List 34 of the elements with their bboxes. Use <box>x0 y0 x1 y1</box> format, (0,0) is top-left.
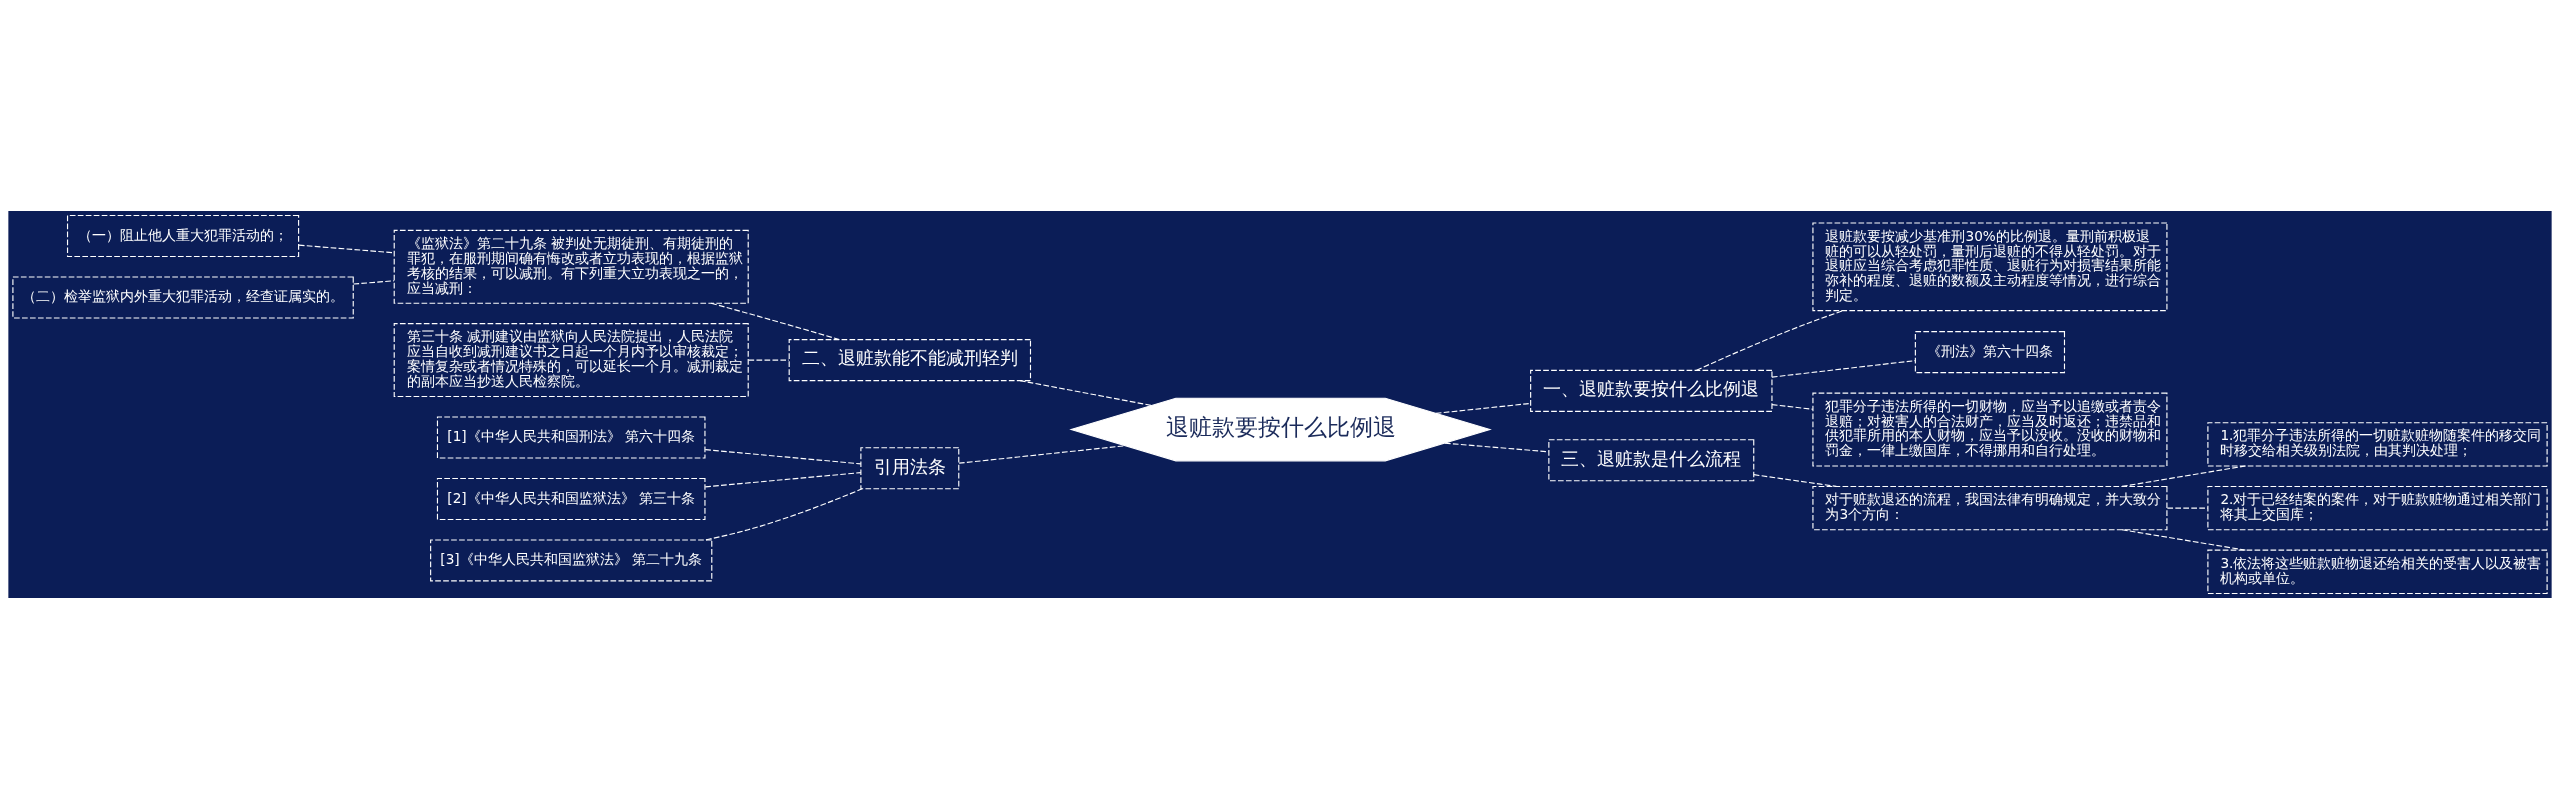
node-box: 1.犯罪分子违法所得的一切赃款赃物随案件的移交同时移交给相关级别法院，由其判决处理； <box>2207 421 2548 467</box>
connector <box>1444 442 1550 452</box>
connector <box>2166 507 2209 509</box>
connector <box>2121 464 2246 487</box>
node-box: （二）检举监狱内外重大犯罪活动，经查证属实的。 <box>12 275 354 319</box>
node-box: （一）阻止他人重大犯罪活动的； <box>66 214 300 257</box>
node-box: 3.依法将这些赃款赃物退还给相关的受害人以及被害机构或单位。 <box>2207 549 2548 594</box>
connector <box>958 444 1126 464</box>
node-box: [1]《中华人民共和国刑法》 第六十四条 <box>436 415 706 459</box>
node-box: 《监狱法》第二十九条 被判处无期徒刑、有期徒刑的罪犯，在服刑期间确有悔改或者立功表现的，根据监狱考核的结果，可以减刑。有下列重大立功表现之一的，应当减刑： <box>393 229 749 304</box>
connector <box>747 359 790 361</box>
connector <box>1771 403 1814 410</box>
connector <box>1771 359 1916 378</box>
connector <box>298 244 395 253</box>
node-box: 退赃款要按减少基准刑30%的比例退。量刑前积极退赃的可以从轻处罚，量刑后退赃的不得从轻处罚。对于退赃应当综合考虑犯罪性质、退赃行为对损害结果所能弥补的程度、退赃的数额及主动程度等情况，进行综合判定。 <box>1812 221 2168 311</box>
node-box: 对于赃款退还的流程，我国法律有明确规定，并大致分为3个方向： <box>1812 485 2168 530</box>
node-box: 一、退赃款要按什么比例退 <box>1530 369 1773 412</box>
node-box: 三、退赃款是什么流程 <box>1548 438 1755 481</box>
node-box: [2]《中华人民共和国监狱法》 第三十条 <box>436 477 706 520</box>
connector <box>705 487 863 540</box>
connector <box>710 302 840 340</box>
node-box: 2.对于已经结案的案件，对于赃款赃物通过相关部门将其上交国库； <box>2207 485 2548 530</box>
connector <box>704 448 862 464</box>
connector <box>1435 402 1531 414</box>
connector <box>704 471 862 487</box>
node-box: 引用法条 <box>860 446 960 489</box>
node-box: 第三十条 减刑建议由监狱向人民法院提出，人民法院应当自收到减刑建议书之日起一个月内予以审核裁定；案情复杂或者情况特殊的，可以延长一个月。减刑裁定的副本应当抄送人民检察院。 <box>393 322 749 397</box>
node-box: 《刑法》第六十四条 <box>1914 330 2066 373</box>
connector <box>352 279 395 285</box>
connector <box>1753 473 1837 487</box>
node-box: 二、退赃款能不能减刑轻判 <box>788 338 1032 381</box>
node-box: 犯罪分子违法所得的一切财物，应当予以追缴或者责令退赔；对被害人的合法财产，应当及时返还；违禁品和供犯罪所用的本人财物，应当予以没收。没收的财物和罚金，一律上缴国库，不得挪用和自行处理。 <box>1812 392 2168 467</box>
node-box: [3]《中华人民共和国监狱法》 第二十九条 <box>430 538 713 581</box>
connector <box>1696 309 1844 371</box>
